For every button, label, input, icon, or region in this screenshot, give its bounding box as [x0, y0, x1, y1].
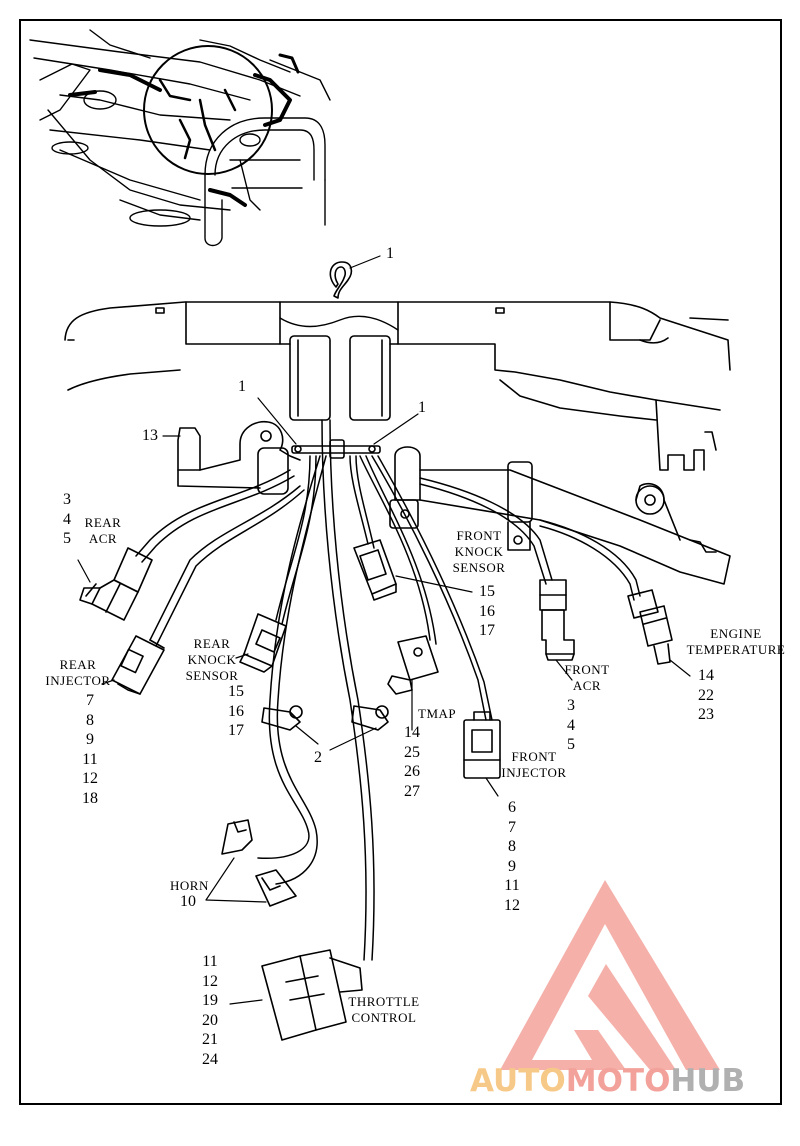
- engine-temperature-label: ENGINE TEMPERATURE: [686, 626, 786, 657]
- rear-injector-numbers: 7 8 9 11 12 18: [82, 692, 98, 807]
- callout-bracket: 13: [142, 427, 158, 444]
- throttle-control-numbers: 11 12 19 20 21 24: [202, 953, 218, 1068]
- leader-front-knock: [395, 575, 473, 593]
- front-injector-label: FRONT INJECTOR: [501, 749, 567, 780]
- front-injector-numbers: 6 7 8 9 11 12: [504, 799, 520, 914]
- front-acr-connector: [539, 579, 575, 661]
- leader-clip-left: [257, 397, 297, 445]
- throttle-control-label: THROTTLE CONTROL: [348, 994, 420, 1025]
- engine-temperature-numbers: 14 22 23: [698, 667, 714, 723]
- front-knock-sensor-numbers: 15 16 17: [479, 583, 495, 639]
- automotohub-logo-text: AUTOMOTOHUB: [470, 1063, 746, 1099]
- leader-engine-temp: [669, 659, 691, 677]
- leader-rear-injector: [101, 679, 115, 685]
- front-knock-sensor-label: FRONT KNOCK SENSOR: [452, 528, 506, 575]
- rear-knock-sensor-numbers: 15 16 17: [228, 683, 244, 739]
- horn-connectors: [221, 819, 297, 907]
- motorcycle-overview-illustration: [29, 29, 331, 247]
- rear-injector-label: REAR INJECTOR: [45, 657, 111, 688]
- rear-injector-connector: [111, 635, 165, 695]
- cable-strap-part: [329, 261, 353, 299]
- harness-junction-blocks: [289, 335, 391, 421]
- leader-front-acr: [555, 659, 573, 681]
- engine-temperature-connector: [627, 589, 673, 665]
- rear-acr-numbers: 3 4 5: [63, 491, 71, 547]
- callout-clip-left: 1: [238, 378, 246, 395]
- rear-knock-sensor-label: REAR KNOCK SENSOR: [185, 636, 239, 683]
- leader-clip-top: [349, 255, 381, 269]
- leader-rear-acr: [77, 559, 91, 583]
- rear-acr-label: REAR ACR: [84, 515, 122, 546]
- leader-front-injector: [485, 777, 499, 797]
- tmap-numbers: 14 25 26 27: [404, 724, 420, 800]
- tmap-sensor-connector: [387, 635, 439, 695]
- leader-horn: [205, 857, 267, 903]
- callout-anchors: 2: [314, 749, 322, 766]
- front-knock-sensor-connector: [353, 539, 397, 601]
- harness-anchors: [261, 705, 389, 731]
- cable-ties: [291, 439, 381, 459]
- front-injector-connector: [463, 711, 501, 779]
- harness-wires: [135, 419, 641, 961]
- diagram-frame: [19, 19, 782, 1105]
- throttle-control-connector: [261, 949, 363, 1041]
- leader-clip-right: [373, 413, 419, 445]
- leader-throttle: [229, 999, 263, 1005]
- callout-clip-top: 1: [386, 245, 394, 262]
- front-acr-label: FRONT ACR: [564, 662, 610, 693]
- automotohub-logo-mark: [500, 880, 720, 1070]
- front-acr-numbers: 3 4 5: [567, 697, 575, 753]
- rear-acr-connector: [79, 547, 153, 621]
- frame-backbone: [64, 301, 731, 471]
- leader-rear-knock: [235, 653, 249, 659]
- tmap-label: TMAP: [418, 706, 457, 721]
- callout-clip-right: 1: [418, 399, 426, 416]
- horn-label: HORN: [170, 878, 209, 893]
- horn-number: 10: [180, 893, 196, 910]
- rear-knock-sensor-connector: [239, 613, 287, 673]
- leader-anchors: [295, 725, 377, 751]
